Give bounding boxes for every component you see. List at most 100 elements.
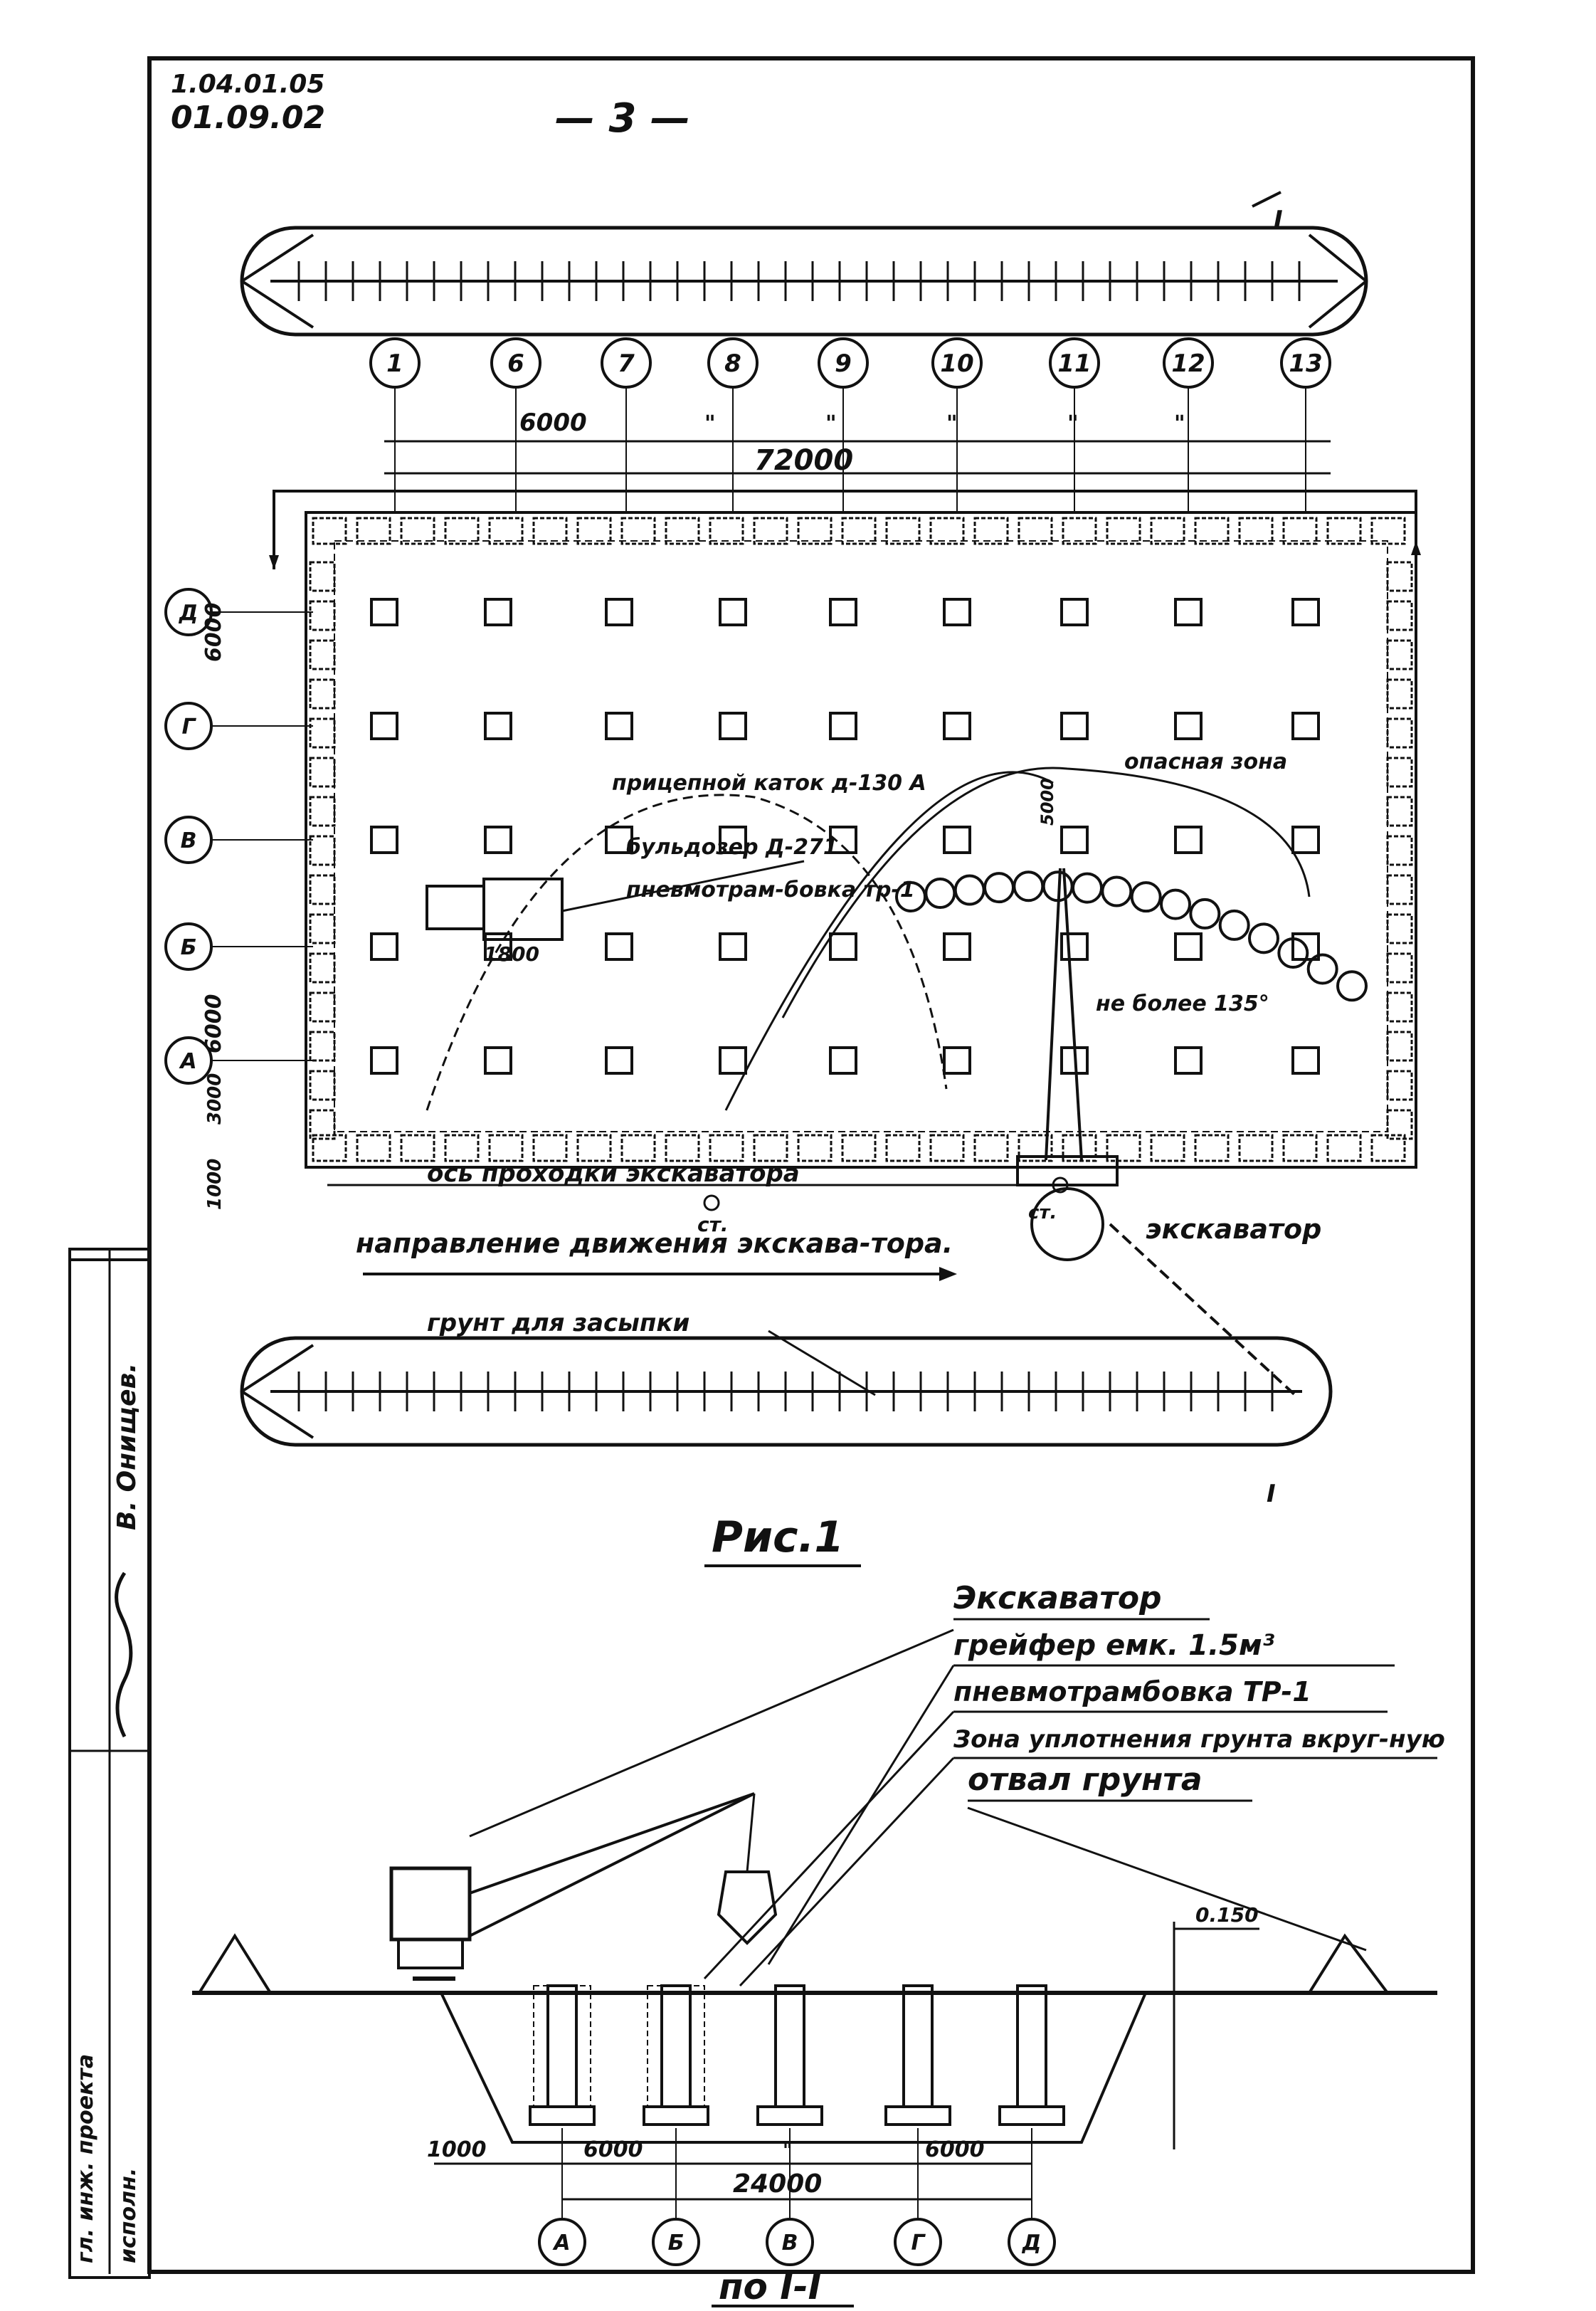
perimeter-footing <box>709 1134 744 1162</box>
perimeter-footing <box>620 1134 656 1162</box>
perimeter-footing <box>1386 1109 1413 1140</box>
perimeter-footing <box>488 1134 524 1162</box>
axis-label-col: 9 <box>835 349 852 378</box>
perimeter-footing <box>973 517 1009 545</box>
doc-code-1: 1.04.01.05 <box>171 70 324 99</box>
perimeter-footing <box>444 517 480 545</box>
column-footing <box>829 932 857 961</box>
column-footing <box>1291 712 1320 740</box>
axis-label-row: Г <box>181 715 196 739</box>
perimeter-footing <box>309 1070 336 1101</box>
perimeter-footing <box>309 600 336 631</box>
column-footing <box>484 712 512 740</box>
perimeter-footing <box>309 717 336 749</box>
column-footing <box>719 1046 747 1075</box>
stamp-role-1: гл. инж. проекта <box>73 2054 98 2263</box>
dim-arc-radius: 5000 <box>1037 778 1057 826</box>
boom-line <box>1045 868 1062 1161</box>
section-dim-top: 0.150 <box>1195 1903 1259 1927</box>
label-station: ст. <box>697 1213 728 1236</box>
page-number: — 3 — <box>555 95 690 142</box>
perimeter-footing <box>444 1134 480 1162</box>
perimeter-footing <box>1386 639 1413 670</box>
axis-label-col: 7 <box>618 349 635 378</box>
arc-zone-2 <box>724 771 1054 1111</box>
tamping-circle <box>1013 870 1045 902</box>
perimeter-footing <box>309 952 336 984</box>
column-footing <box>719 826 747 854</box>
column-footing <box>829 826 857 854</box>
axis-bubble-col <box>707 337 759 389</box>
tamping-circle <box>1218 909 1250 941</box>
perimeter-footing <box>309 678 336 710</box>
column-footing <box>829 1046 857 1075</box>
tamping-circle <box>1160 888 1191 920</box>
axis-label-row: А <box>179 1049 196 1074</box>
perimeter-footing <box>1386 991 1413 1023</box>
tamping-circle <box>953 874 985 906</box>
column-footing <box>484 598 512 626</box>
perimeter-footing <box>1326 517 1362 545</box>
dim-3000: 3000 <box>204 1073 226 1125</box>
column-footing <box>829 712 857 740</box>
legend-pneumo: пневмотрамбовка ТР-1 <box>953 1676 1311 1707</box>
column-footing <box>1060 932 1089 961</box>
section-column <box>1016 1984 1047 2108</box>
perimeter-footing <box>620 517 656 545</box>
perimeter-footing <box>1282 517 1318 545</box>
perimeter-footing <box>312 517 347 545</box>
axis-label-row: В <box>181 828 197 853</box>
dim-repeat-2: " <box>825 411 837 436</box>
section-footing <box>643 2105 709 2126</box>
section-mark-top: I <box>1274 206 1283 234</box>
tamping-chain <box>895 870 1368 1002</box>
section-axis-label: Д <box>1022 2231 1042 2255</box>
sheet-border <box>147 56 1475 2274</box>
dim-bay-label: 6000 <box>519 409 587 437</box>
perimeter-footing <box>1386 913 1413 944</box>
perimeter-footing <box>1386 1070 1413 1101</box>
section-axis-label: А <box>552 2231 570 2255</box>
perimeter-footing <box>1282 1134 1318 1162</box>
perimeter-footing <box>356 1134 391 1162</box>
dim-total-label: 72000 <box>754 444 853 477</box>
tamping-circle <box>983 872 1015 904</box>
perimeter-footing <box>665 1134 700 1162</box>
perimeter-footing <box>1386 600 1413 631</box>
column-footing <box>605 598 633 626</box>
tamping-circle <box>1336 970 1368 1002</box>
label-axis-path: ось проходки экскаватора <box>427 1159 800 1188</box>
tamping-circle <box>1189 897 1221 930</box>
column-footing <box>1174 598 1203 626</box>
section-axis-bubble <box>652 2218 700 2266</box>
perimeter-footing <box>1018 517 1053 545</box>
compaction-zone <box>533 1985 591 2107</box>
axis-label-col: 6 <box>507 349 524 378</box>
tamping-circle <box>1306 953 1338 985</box>
section-footing <box>998 2105 1065 2126</box>
legend-grab: грейфер емк. 1.5м³ <box>953 1629 1275 1662</box>
section-mark-bottom: I <box>1267 1480 1276 1508</box>
tamping-circle <box>924 878 956 910</box>
section-column <box>546 1984 578 2108</box>
perimeter-footing <box>929 517 965 545</box>
stamp-signature <box>115 1572 133 1738</box>
perimeter-footing <box>1238 517 1274 545</box>
pit-outline <box>305 511 1417 1169</box>
column-footings <box>370 598 1320 1075</box>
tamping-circle <box>1072 872 1103 904</box>
perimeter-footing <box>488 517 524 545</box>
section-column <box>902 1984 934 2108</box>
column-footing <box>605 712 633 740</box>
section-footing <box>529 2105 596 2126</box>
perimeter-footing <box>1150 1134 1185 1162</box>
perimeter-footing <box>309 639 336 670</box>
label-station-2: ст. <box>1028 1202 1057 1223</box>
column-footing <box>943 826 971 854</box>
axis-label-col: 8 <box>724 349 741 378</box>
section-axis-label: Б <box>668 2231 685 2255</box>
column-footing <box>605 932 633 961</box>
